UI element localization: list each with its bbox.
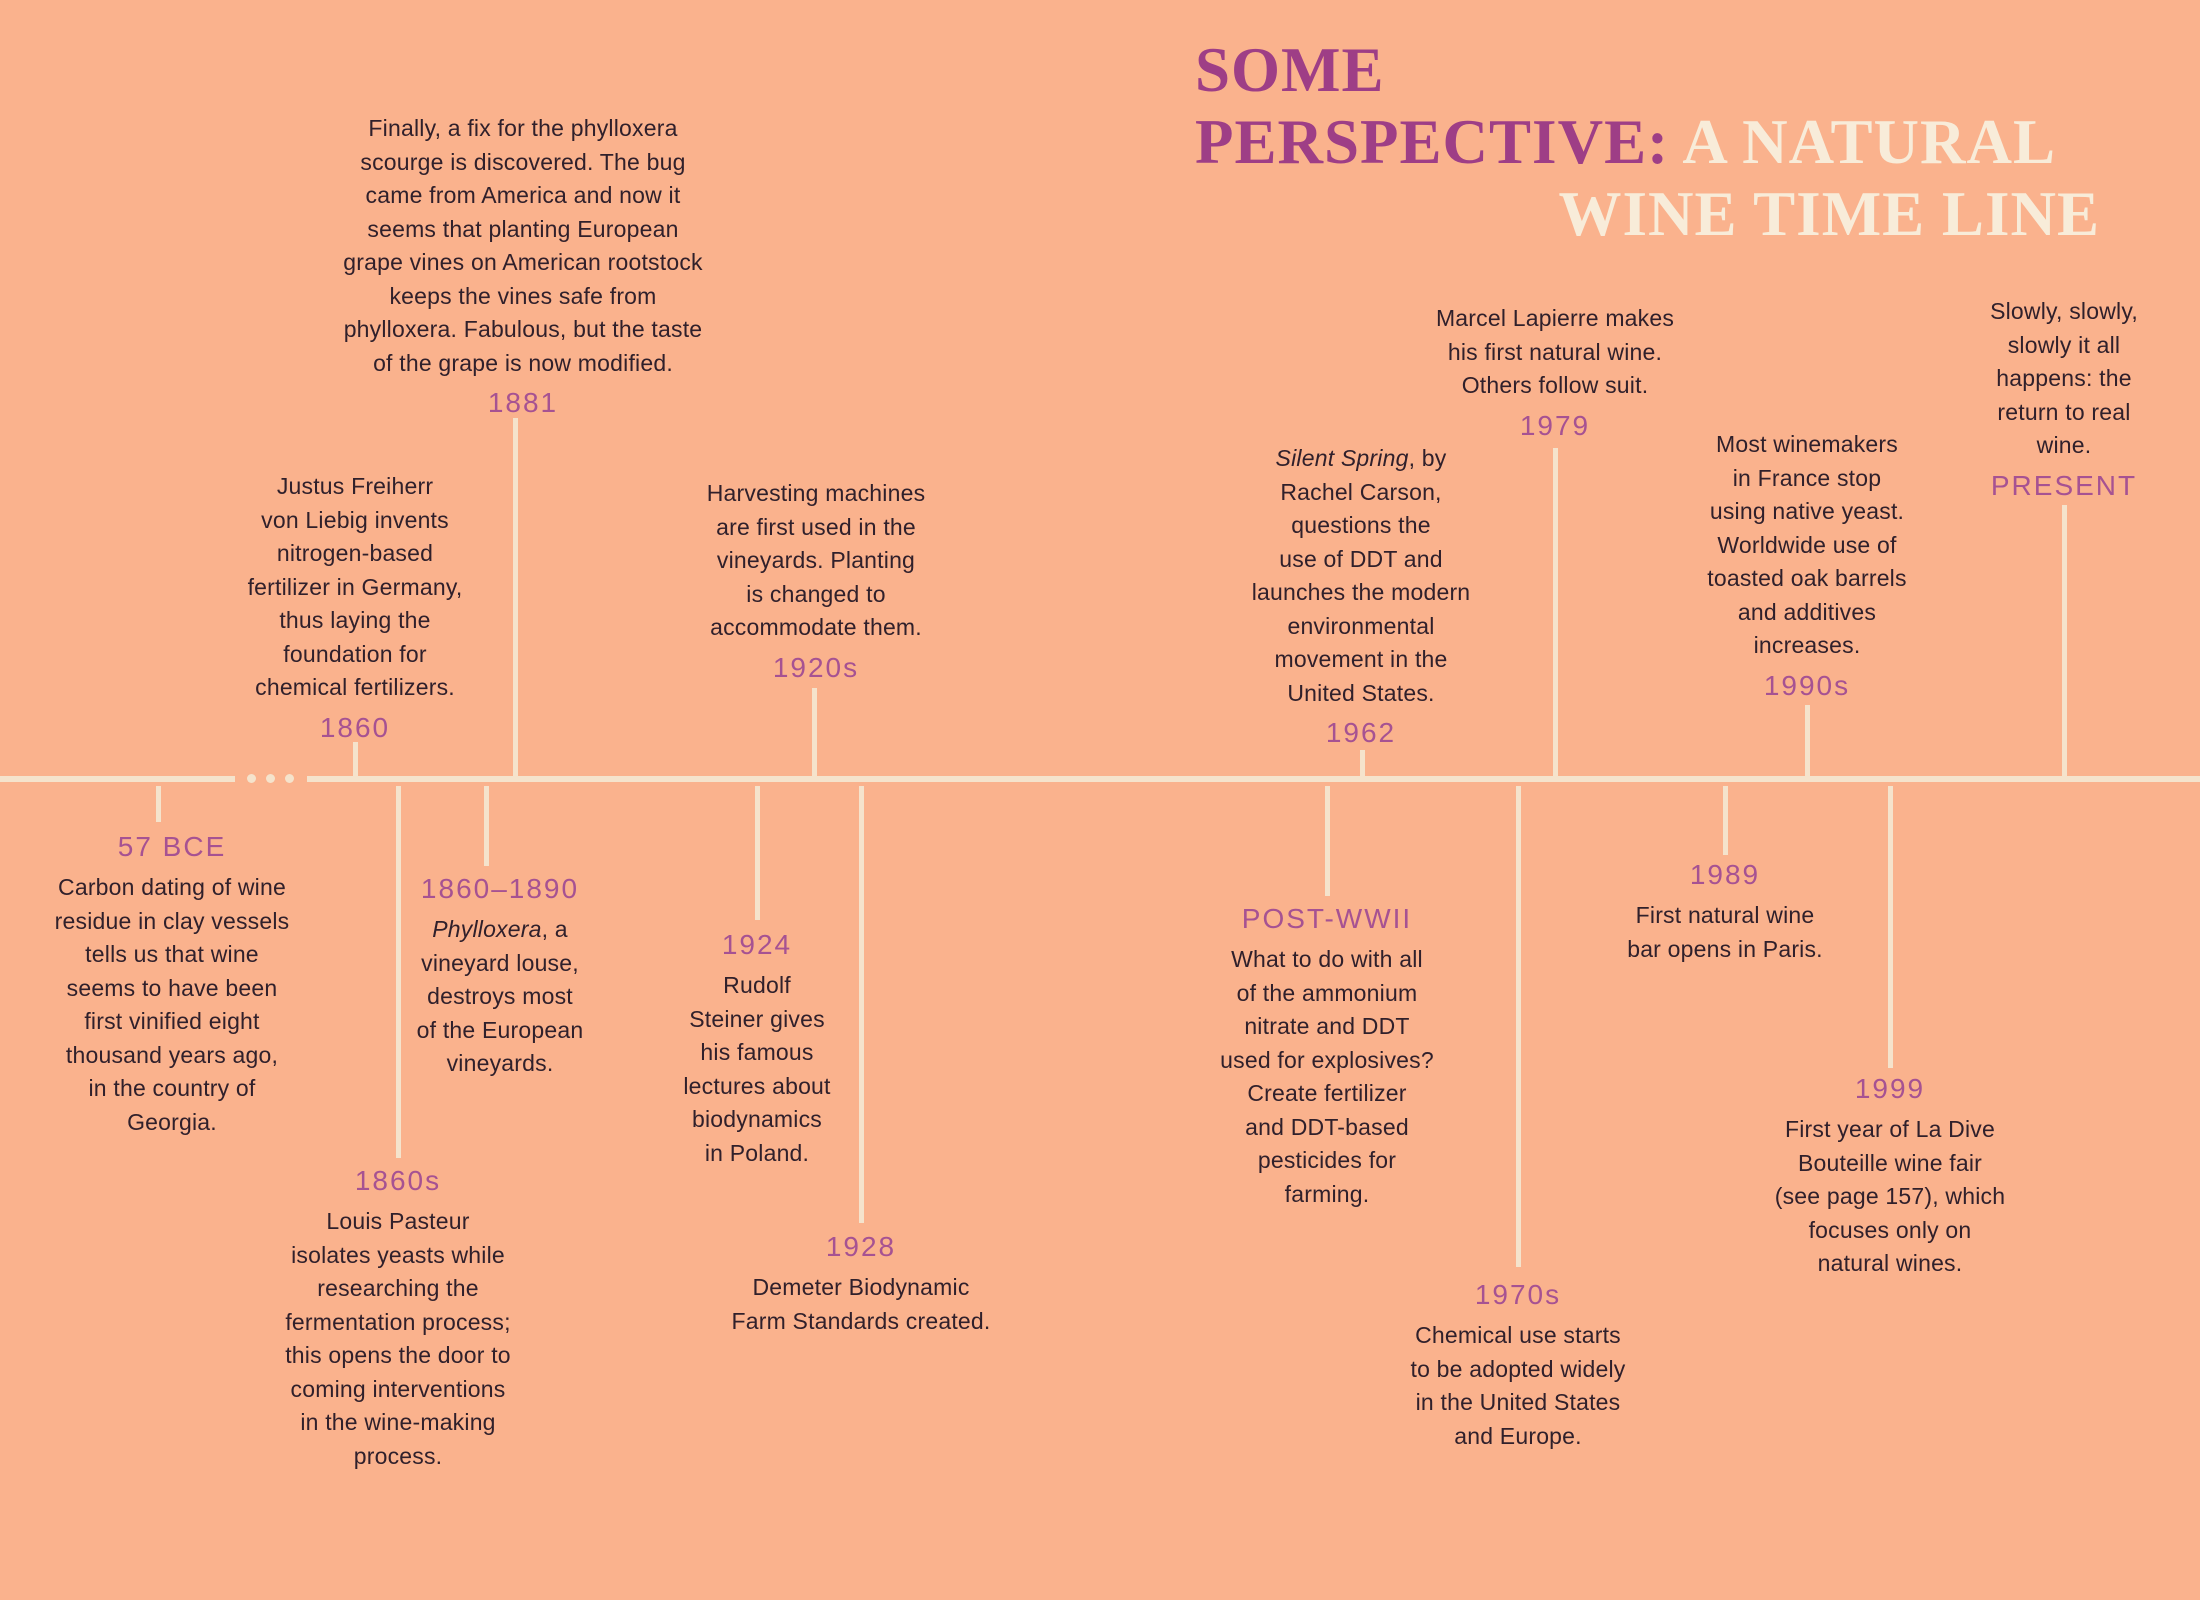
- event-text: Demeter Biodynamic Farm Standards create…: [731, 1274, 991, 1334]
- title-line-some: SOME: [1195, 35, 1385, 105]
- event-text: Carbon dating of wine residue in clay ve…: [54, 874, 290, 1135]
- event-1990s: Most winemakers in France stop using nat…: [1672, 428, 1942, 703]
- event-text: Finally, a fix for the phylloxera scourg…: [343, 115, 703, 376]
- event-date: 1860–1890: [420, 873, 580, 904]
- event-date: PRESENT: [1990, 469, 2138, 501]
- connector-1999: [1888, 786, 1893, 1068]
- event-1920s: Harvesting machines are first used in th…: [646, 477, 986, 685]
- event-text: Most winemakers in France stop using nat…: [1707, 431, 1907, 658]
- event-date: 57 BCE: [117, 831, 227, 862]
- event-57-bce: 57 BCE Carbon dating of wine residue in …: [27, 830, 317, 1139]
- event-1881: Finally, a fix for the phylloxera scourg…: [303, 112, 743, 420]
- timeline-break-dot: [285, 774, 294, 783]
- event-1989: 1989 First natural wine bar opens in Par…: [1585, 858, 1865, 966]
- connector-1860: [353, 742, 358, 776]
- event-1928: 1928 Demeter Biodynamic Farm Standards c…: [681, 1230, 1041, 1338]
- connector-1881: [513, 418, 518, 776]
- event-text: Rudolf Steiner gives his famous lectures…: [683, 972, 831, 1166]
- title-line-perspective: PERSPECTIVE: A NATURAL: [1195, 106, 2100, 178]
- event-post-wwii: POST-WWII What to do with all of the amm…: [1182, 902, 1472, 1211]
- event-text: Silent Spring, by Rachel Carson, questio…: [1221, 442, 1501, 710]
- event-text: Louis Pasteur isolates yeasts while rese…: [285, 1208, 511, 1469]
- event-date: 1990s: [1763, 669, 1851, 701]
- connector-1860s: [396, 786, 401, 1158]
- event-date: 1970s: [1474, 1279, 1562, 1310]
- event-1962: Silent Spring, by Rachel Carson, questio…: [1221, 442, 1501, 750]
- connector-post-wwii: [1325, 786, 1330, 896]
- title-wine-time-line: WINE TIME LINE: [1558, 179, 2100, 249]
- event-text: Chemical use starts to be adopted widely…: [1410, 1322, 1626, 1449]
- event-1860: Justus Freiherr von Liebig invents nitro…: [225, 470, 485, 745]
- connector-1970s: [1516, 786, 1521, 1267]
- timeline-axis-segment-left: [0, 776, 235, 782]
- event-text: First year of La Dive Bouteille wine fai…: [1774, 1116, 2006, 1276]
- title-perspective: PERSPECTIVE:: [1195, 107, 1683, 177]
- event-date: 1881: [487, 387, 559, 418]
- timeline-break-dot: [266, 774, 275, 783]
- event-date: 1860s: [354, 1165, 442, 1196]
- event-text-italic: Phylloxera: [432, 916, 542, 942]
- connector-1920s: [812, 688, 817, 776]
- event-date: 1920s: [772, 651, 860, 683]
- event-date: 1928: [825, 1231, 897, 1262]
- event-text: Justus Freiherr von Liebig invents nitro…: [247, 473, 463, 700]
- event-text-rest: , a vineyard louse, destroys most of the…: [416, 916, 584, 1076]
- event-1970s: 1970s Chemical use starts to be adopted …: [1358, 1278, 1678, 1453]
- event-1860-1890: 1860–1890 Phylloxera, a vineyard louse, …: [385, 872, 615, 1081]
- event-text: Slowly, slowly, slowly it all happens: t…: [1990, 298, 2138, 458]
- event-date: 1860: [319, 711, 391, 743]
- event-text-rest: , by Rachel Carson, questions the use of…: [1251, 445, 1471, 706]
- connector-1962: [1360, 750, 1365, 776]
- timeline-break-dot: [247, 774, 256, 783]
- connector-1860-1890: [484, 786, 489, 866]
- event-text: Harvesting machines are first used in th…: [706, 480, 926, 640]
- event-1924: 1924 Rudolf Steiner gives his famous lec…: [657, 928, 857, 1170]
- event-1979: Marcel Lapierre makes his first natural …: [1400, 302, 1710, 443]
- event-text: Marcel Lapierre makes his first natural …: [1435, 305, 1675, 398]
- title-a-natural: A NATURAL: [1682, 107, 2056, 177]
- event-date: 1989: [1689, 859, 1761, 890]
- connector-1924: [755, 786, 760, 920]
- event-text-italic: Silent Spring: [1275, 445, 1409, 471]
- event-date: 1999: [1854, 1073, 1926, 1104]
- event-1860s: 1860s Louis Pasteur isolates yeasts whil…: [253, 1164, 543, 1473]
- event-1999: 1999 First year of La Dive Bouteille win…: [1740, 1072, 2040, 1281]
- event-date: POST-WWII: [1241, 903, 1413, 934]
- event-date: 1962: [1325, 717, 1397, 748]
- connector-57bce: [156, 786, 161, 822]
- connector-1989: [1723, 786, 1728, 855]
- connector-1990s: [1805, 705, 1810, 776]
- connector-present: [2062, 505, 2067, 776]
- connector-1928: [859, 786, 864, 1223]
- event-date: 1979: [1519, 409, 1591, 441]
- timeline-axis-segment-right: [307, 776, 2200, 782]
- event-text: What to do with all of the ammonium nitr…: [1220, 946, 1434, 1207]
- event-text: Phylloxera, a vineyard louse, destroys m…: [385, 913, 615, 1081]
- connector-1979: [1553, 448, 1558, 776]
- event-text: First natural wine bar opens in Paris.: [1627, 902, 1823, 962]
- event-date: 1924: [721, 929, 793, 960]
- page-title: SOME PERSPECTIVE: A NATURAL WINE TIME LI…: [1195, 34, 2100, 250]
- event-present: Slowly, slowly, slowly it all happens: t…: [1949, 295, 2179, 503]
